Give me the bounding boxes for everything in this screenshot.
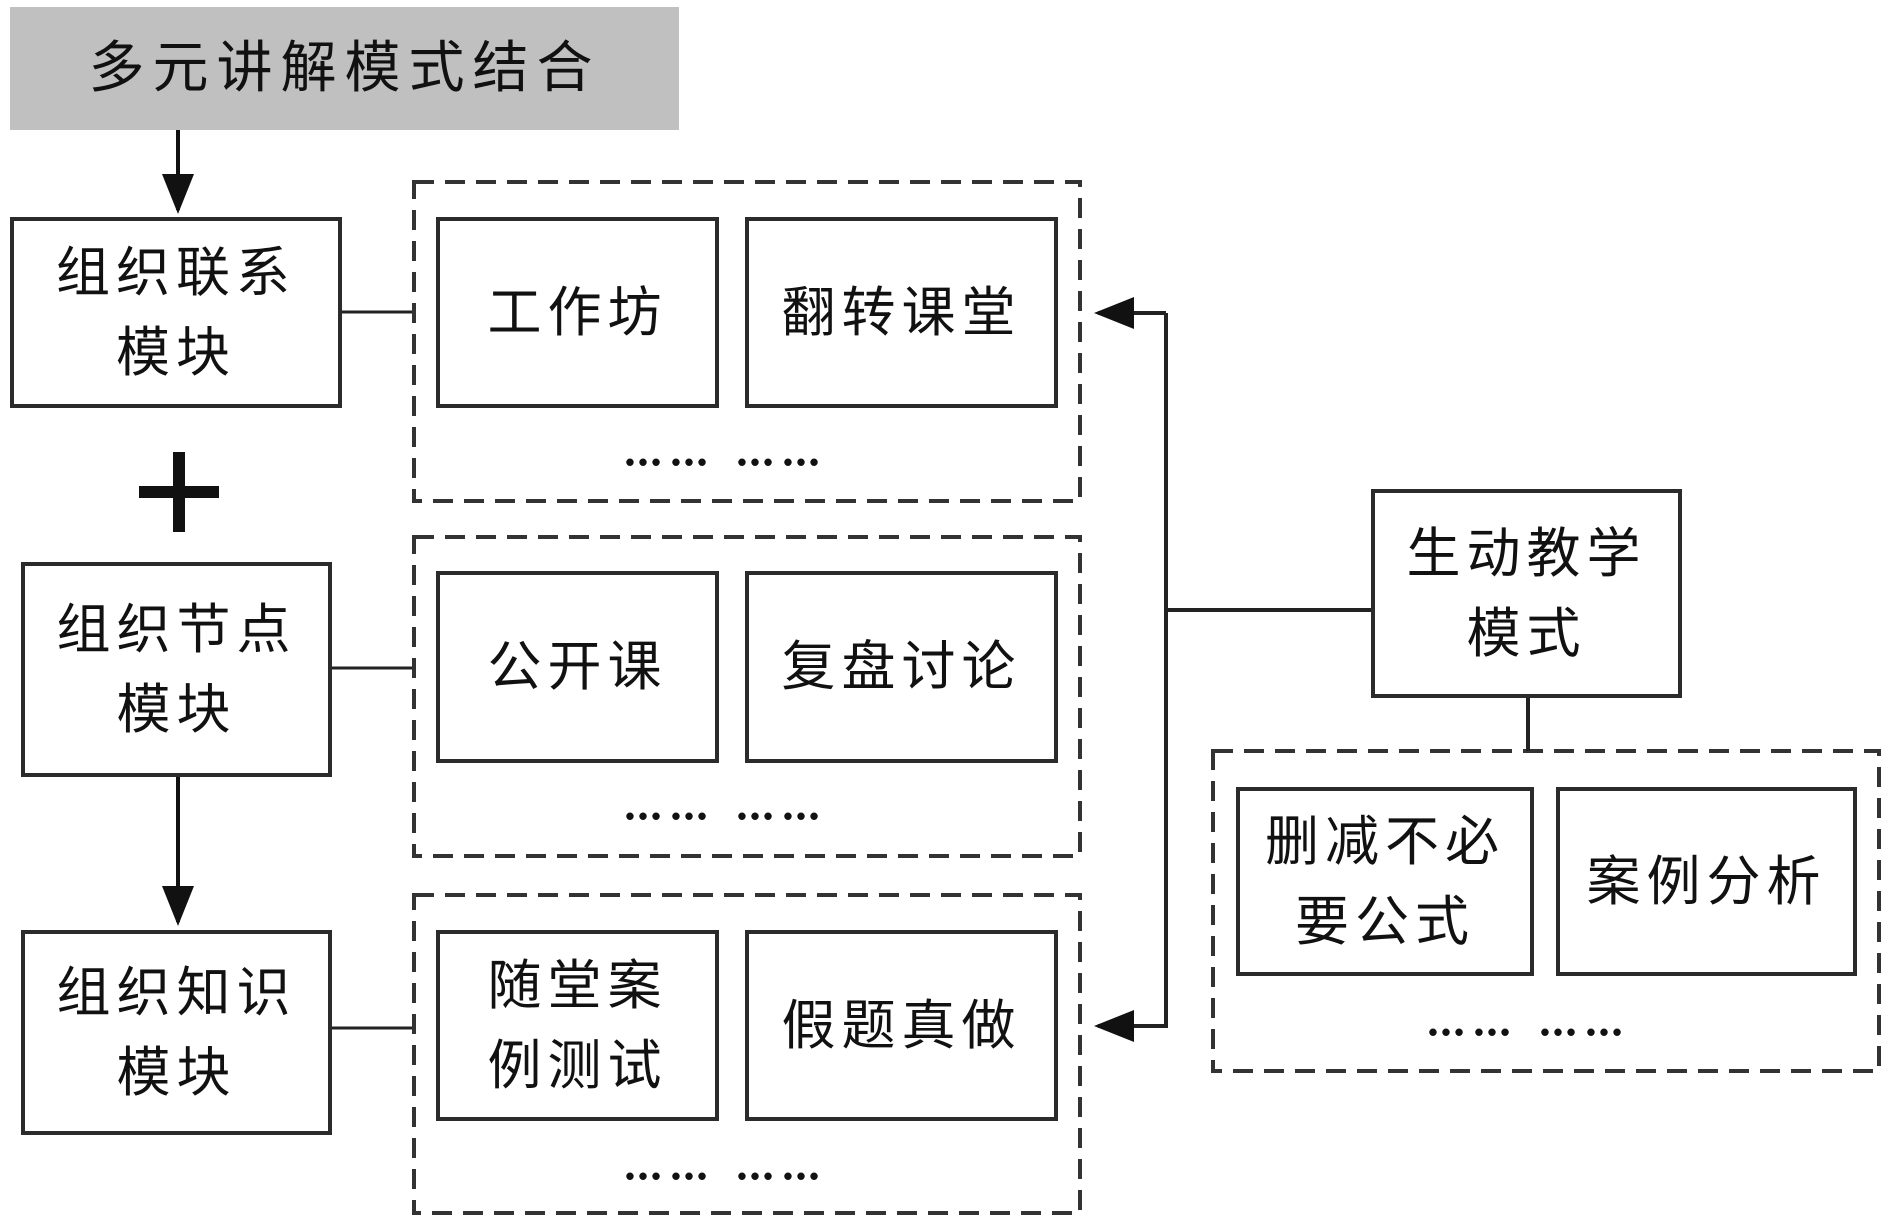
method-label-line: 例测试 — [487, 1033, 668, 1097]
more-ellipsis-group3: …… …… — [623, 1142, 827, 1190]
module-label-line: 组织节点 — [56, 597, 297, 661]
method-label: 复盘讨论 — [781, 635, 1022, 698]
method-label-line: 删减不必 — [1265, 809, 1505, 873]
method-label: 案例分析 — [1586, 849, 1827, 913]
module-label-line: 模块 — [116, 1040, 237, 1104]
module-box-organize-node: 组织节点 模块 — [21, 562, 332, 777]
method-box-case-analysis: 案例分析 — [1556, 787, 1857, 976]
method-box-workshop: 工作坊 — [436, 217, 719, 408]
group-teaching-dashed-frame — [1211, 749, 1881, 1073]
module-box-organize-connection: 组织联系 模块 — [10, 217, 342, 408]
module-label-line: 组织知识 — [56, 960, 297, 1024]
group2-dashed-frame — [412, 535, 1082, 858]
group3-dashed-frame — [412, 893, 1082, 1215]
plus-icon — [139, 452, 219, 532]
module-label-line: 模块 — [116, 320, 236, 384]
method-box-in-class-case-test: 随堂案 例测试 — [436, 930, 719, 1121]
method-label-line: 要公式 — [1295, 889, 1475, 953]
method-box-remove-unnecessary-formulas: 删减不必 要公式 — [1236, 787, 1534, 976]
more-ellipsis-group2: …… …… — [623, 782, 827, 830]
module-label-line: 模块 — [116, 677, 237, 741]
method-box-review-discussion: 复盘讨论 — [745, 571, 1058, 763]
method-label: 翻转课堂 — [781, 280, 1022, 344]
more-ellipsis-group1: …… …… — [623, 428, 827, 476]
method-label: 公开课 — [487, 635, 668, 698]
method-box-mock-exam-practice: 假题真做 — [745, 930, 1058, 1121]
method-box-open-class: 公开课 — [436, 571, 719, 763]
more-ellipsis-teaching: …… …… — [1426, 998, 1630, 1046]
method-label: 假题真做 — [781, 993, 1022, 1057]
method-box-flipped-classroom: 翻转课堂 — [745, 217, 1058, 408]
group1-dashed-frame — [412, 180, 1082, 503]
module-box-organize-knowledge: 组织知识 模块 — [21, 930, 332, 1135]
teaching-mode-label-line: 生动教学 — [1406, 521, 1647, 585]
title-box: 多元讲解模式结合 — [10, 7, 679, 130]
module-label-line: 组织联系 — [56, 240, 296, 304]
method-label: 工作坊 — [487, 280, 668, 344]
teaching-mode-box: 生动教学 模式 — [1371, 489, 1682, 698]
title-text: 多元讲解模式结合 — [88, 35, 601, 101]
teaching-mode-label-line: 模式 — [1466, 601, 1587, 665]
method-label-line: 随堂案 — [487, 953, 668, 1017]
